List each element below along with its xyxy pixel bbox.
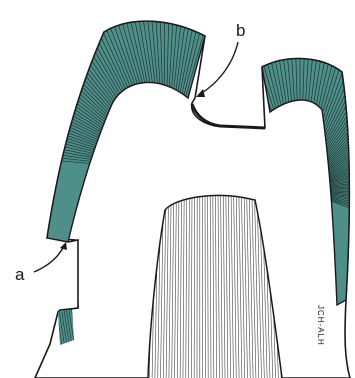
pointer-b-arrow	[200, 42, 238, 94]
label-b: b	[236, 21, 245, 40]
cavity-notch	[60, 240, 78, 310]
label-a: a	[15, 265, 25, 284]
pointer-b-arrowhead	[196, 89, 205, 97]
artist-signature: JCH-ALH	[316, 305, 325, 346]
pointer-a-arrowhead	[60, 242, 67, 250]
pointer-a-arrow	[34, 246, 64, 272]
